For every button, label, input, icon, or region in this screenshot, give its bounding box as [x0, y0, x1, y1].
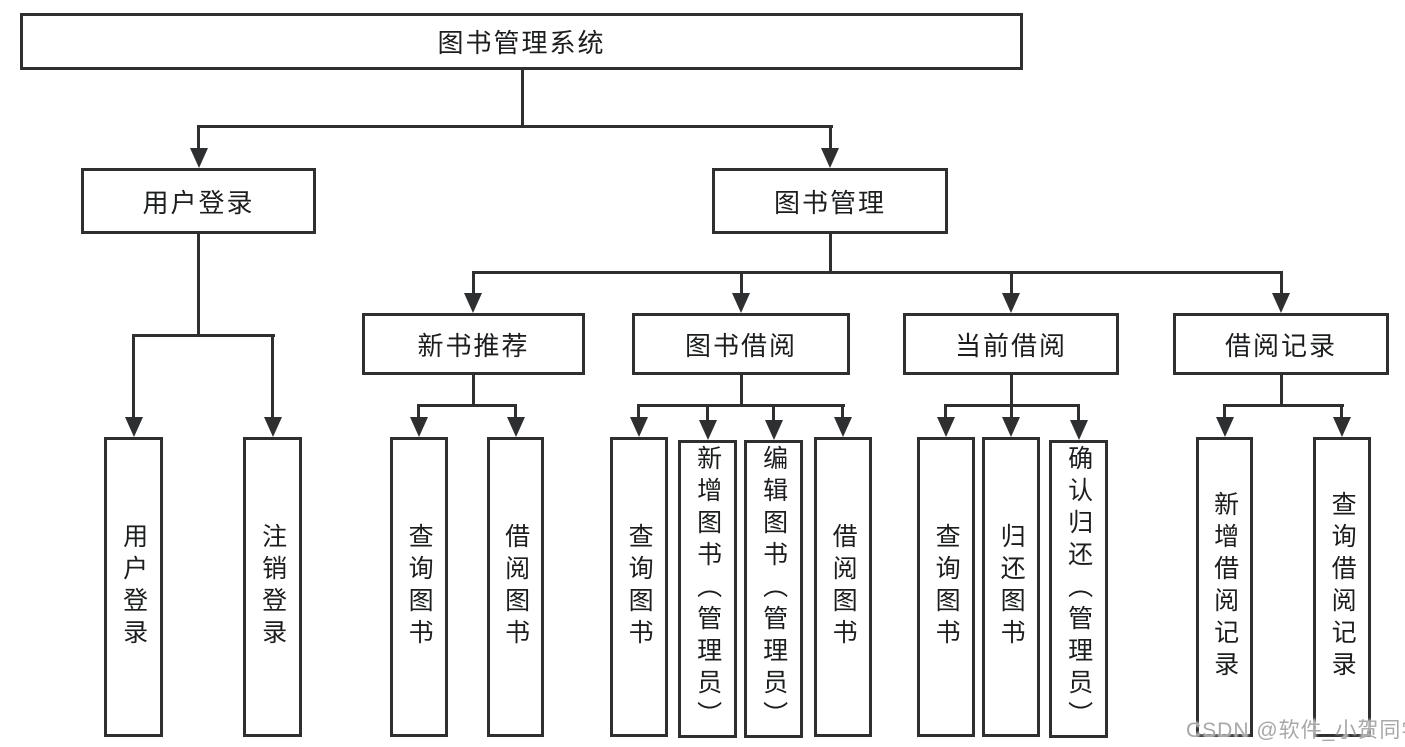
leaf-user-login: 用户登录	[104, 437, 163, 737]
leaf-logout: 注销登录	[243, 437, 302, 737]
arrow-down-icon	[1272, 293, 1290, 313]
connector-line	[1340, 404, 1343, 420]
node-label: 新书推荐	[417, 330, 530, 361]
connector-line	[1010, 271, 1013, 295]
connector-line	[841, 404, 844, 420]
connector-line	[1010, 404, 1013, 420]
leaf-recommend-borrow-books: 借阅图书	[487, 437, 544, 737]
node-label: 查询借阅记录	[1328, 491, 1357, 683]
connector-line	[472, 271, 1283, 274]
arrow-down-icon	[937, 417, 955, 437]
connector-line	[1280, 375, 1283, 407]
node-label: 归还图书	[997, 523, 1026, 651]
node-user-login: 用户登录	[81, 168, 316, 234]
connector-line	[829, 234, 832, 274]
connector-line	[472, 375, 475, 407]
arrow-down-icon	[125, 417, 143, 437]
leaf-borrowing-borrow-books: 借阅图书	[814, 437, 872, 737]
connector-line	[417, 404, 420, 420]
arrow-down-icon	[765, 420, 783, 440]
arrow-down-icon	[507, 417, 525, 437]
arrow-down-icon	[410, 417, 428, 437]
connector-line	[637, 404, 640, 420]
connector-line	[637, 404, 845, 407]
connector-line	[271, 334, 274, 420]
arrow-down-icon	[1333, 417, 1351, 437]
node-label: 注销登录	[258, 523, 287, 651]
connector-line	[1223, 404, 1344, 407]
leaf-confirm-return-admin: 确认归还（管理员）	[1049, 440, 1108, 738]
connector-line	[132, 334, 135, 420]
node-library-management-system: 图书管理系统	[20, 13, 1023, 70]
connector-line	[132, 334, 275, 337]
node-label: 当前借阅	[954, 330, 1067, 361]
arrow-down-icon	[821, 148, 839, 168]
connector-line	[197, 125, 200, 151]
watermark: CSDN @软件_小贺同学	[1186, 719, 1405, 742]
leaf-add-books-admin: 新增图书（管理员）	[678, 440, 737, 738]
leaf-current-query-books: 查询图书	[917, 437, 975, 737]
node-label: 图书借阅	[684, 330, 797, 361]
leaf-return-books: 归还图书	[982, 437, 1040, 737]
node-label: 图书管理	[773, 187, 886, 218]
arrow-down-icon	[630, 417, 648, 437]
arrow-down-icon	[699, 420, 717, 440]
node-label: 确认归还（管理员）	[1064, 445, 1093, 733]
node-label: 借阅图书	[501, 523, 530, 651]
node-label: 查询图书	[625, 523, 654, 651]
node-book-borrowing: 图书借阅	[632, 313, 850, 375]
connector-line	[1280, 271, 1283, 295]
node-label: 借阅图书	[829, 523, 858, 651]
node-label: 编辑图书（管理员）	[759, 445, 788, 733]
leaf-query-borrow-record: 查询借阅记录	[1313, 437, 1371, 737]
node-label: 用户登录	[119, 523, 148, 651]
connector-line	[1010, 375, 1013, 407]
arrow-down-icon	[464, 293, 482, 313]
arrow-down-icon	[1216, 417, 1234, 437]
connector-line	[197, 234, 200, 336]
connector-line	[829, 125, 832, 151]
node-current-borrowing: 当前借阅	[903, 313, 1119, 375]
connector-line	[197, 125, 833, 128]
connector-line	[1223, 404, 1226, 420]
connector-line	[740, 375, 743, 407]
node-label: 图书管理系统	[437, 28, 606, 58]
arrow-down-icon	[1070, 420, 1088, 440]
connector-line	[521, 70, 524, 127]
connector-line	[772, 404, 775, 423]
connector-line	[514, 404, 517, 420]
connector-line	[417, 404, 517, 407]
leaf-edit-books-admin: 编辑图书（管理员）	[744, 440, 803, 738]
connector-line	[472, 271, 475, 295]
node-book-management: 图书管理	[712, 168, 948, 234]
node-label: 查询图书	[932, 523, 961, 651]
connector-line	[1077, 404, 1080, 423]
node-label: 新增图书（管理员）	[693, 445, 722, 733]
arrow-down-icon	[732, 293, 750, 313]
node-label: 用户登录	[142, 187, 255, 218]
connector-line	[706, 404, 709, 423]
arrow-down-icon	[264, 417, 282, 437]
arrow-down-icon	[834, 417, 852, 437]
leaf-borrowing-query-books: 查询图书	[610, 437, 668, 737]
node-borrowing-records: 借阅记录	[1173, 313, 1389, 375]
arrow-down-icon	[190, 148, 208, 168]
node-new-book-recommend: 新书推荐	[362, 313, 585, 375]
connector-line	[740, 271, 743, 295]
node-label: 借阅记录	[1224, 330, 1337, 361]
leaf-add-borrow-record: 新增借阅记录	[1196, 437, 1253, 737]
connector-line	[944, 404, 947, 420]
arrow-down-icon	[1002, 293, 1020, 313]
node-label: 新增借阅记录	[1210, 491, 1239, 683]
arrow-down-icon	[1002, 417, 1020, 437]
node-label: 查询图书	[405, 523, 434, 651]
leaf-recommend-query-books: 查询图书	[390, 437, 448, 737]
